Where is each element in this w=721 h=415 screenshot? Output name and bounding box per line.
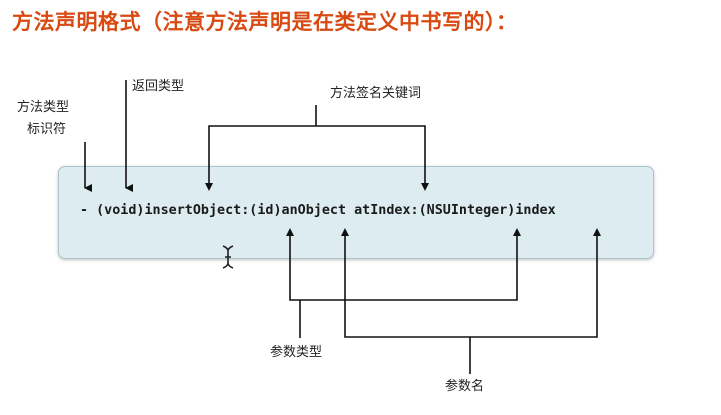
bracket-param-name: [344, 232, 598, 338]
arrow-param-type-right: [513, 228, 521, 236]
label-param-type: 参数类型: [270, 345, 323, 360]
code-box: [58, 166, 654, 259]
bracket-signature-top: [208, 125, 426, 188]
bracket-param-type: [289, 232, 518, 301]
label-method-type-line1: 方法类型: [17, 100, 70, 115]
arrow-param-name-left: [341, 228, 349, 236]
arrow-signature-left: [205, 183, 213, 191]
label-param-name: 参数名: [445, 379, 485, 394]
arrow-param-type-left: [286, 228, 294, 236]
text-cursor-icon: [222, 245, 234, 269]
method-declaration-code: - (void)insertObject:(id)anObject atInde…: [80, 203, 556, 218]
label-signature-keywords: 方法签名关键词: [330, 86, 422, 101]
label-return-type: 返回类型: [132, 79, 185, 94]
arrow-signature-right: [421, 183, 429, 191]
arrow-param-name-right: [593, 228, 601, 236]
diagram-title: 方法声明格式（注意方法声明是在类定义中书写的）：: [12, 10, 518, 34]
label-method-type-line2: 标识符: [27, 122, 67, 137]
